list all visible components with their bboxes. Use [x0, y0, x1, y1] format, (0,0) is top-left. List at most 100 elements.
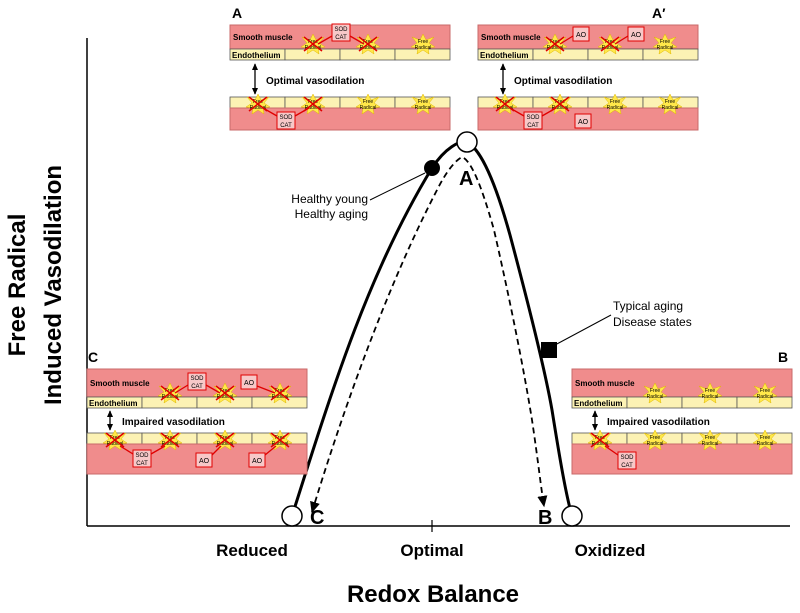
disease-label-line1: Typical aging — [613, 299, 683, 313]
healthy-label-line2: Healthy aging — [295, 207, 368, 221]
free-radical-burst: Free Radical — [587, 429, 613, 451]
svg-text:CAT: CAT — [136, 461, 148, 467]
svg-text:Radical: Radical — [162, 394, 179, 400]
svg-text:Free: Free — [275, 388, 286, 394]
ao-box: AO — [240, 374, 258, 390]
svg-text:CAT: CAT — [280, 123, 292, 129]
free-radical-burst: Free Radical — [642, 429, 668, 451]
healthy-leader — [369, 172, 426, 201]
endothelium-label: Endothelium — [89, 399, 137, 408]
free-radical-burst: Free Radical — [410, 93, 436, 115]
solid-curve — [290, 140, 574, 517]
ao-box: AO — [248, 452, 266, 468]
svg-text:CAT: CAT — [527, 123, 539, 129]
svg-text:AO: AO — [631, 32, 642, 39]
sod-cat-box: SOD CAT — [132, 449, 152, 468]
free-radical-burst: Free Radical — [542, 33, 568, 55]
sod-cat-box: SOD CAT — [187, 372, 207, 391]
healthy-label-line1: Healthy young — [291, 192, 368, 206]
svg-text:Radical: Radical — [305, 105, 322, 111]
panel-b-letter: B — [778, 349, 788, 365]
free-radical-burst: Free Radical — [102, 429, 128, 451]
x-tick-oxidized: Oxidized — [575, 541, 646, 560]
svg-text:AO: AO — [252, 458, 263, 465]
point-c-label: C — [310, 507, 324, 529]
svg-text:Radical: Radical — [657, 45, 674, 51]
endothelium-cell — [642, 48, 699, 61]
svg-text:Free: Free — [595, 435, 606, 441]
endothelium-label: Endothelium — [574, 399, 622, 408]
svg-text:Radical: Radical — [497, 105, 514, 111]
svg-text:Radical: Radical — [547, 45, 564, 51]
svg-text:Free: Free — [165, 435, 176, 441]
free-radical-text: Free — [363, 39, 374, 45]
free-radical-burst: Free Radical — [212, 382, 238, 404]
svg-text:Radical: Radical — [702, 394, 719, 400]
svg-text:Radical: Radical — [107, 441, 124, 447]
svg-text:Free: Free — [705, 388, 716, 394]
y-axis-title-line1: Free Radical — [4, 214, 31, 357]
svg-text:Free: Free — [275, 435, 286, 441]
svg-text:Free: Free — [550, 39, 561, 45]
smooth-muscle-label: Smooth muscle — [233, 33, 293, 42]
free-radical-burst: Free Radical — [752, 382, 778, 404]
svg-text:Free: Free — [220, 435, 231, 441]
svg-text:Free: Free — [760, 435, 771, 441]
svg-text:Radical: Radical — [607, 105, 624, 111]
svg-text:Free: Free — [650, 435, 661, 441]
free-radical-text: Radical — [360, 45, 377, 51]
svg-text:Radical: Radical — [757, 441, 774, 447]
free-radical-burst: Free Radical — [697, 382, 723, 404]
free-radical-burst: Free Radical — [157, 382, 183, 404]
svg-text:Free: Free — [220, 388, 231, 394]
svg-text:SOD: SOD — [135, 453, 149, 459]
point-b-marker — [561, 505, 583, 527]
panel-a-letter: A — [232, 5, 242, 21]
y-axis-title-line2: Induced Vasodilation — [40, 165, 67, 405]
free-radical-burst: Free Radical — [355, 93, 381, 115]
free-radical-burst: Free Radical — [267, 429, 293, 451]
free-radical-text: Free — [418, 39, 429, 45]
svg-text:Radical: Radical — [162, 441, 179, 447]
svg-text:CAT: CAT — [191, 384, 203, 390]
svg-text:Radical: Radical — [217, 441, 234, 447]
disease-leader — [554, 314, 612, 346]
panel-a-prime: A′ Smooth muscle Endothelium Free Radica… — [477, 5, 699, 131]
free-radical-burst: Free Radical — [642, 382, 668, 404]
panel-c: C Smooth muscle Endothelium Free Radical… — [86, 349, 308, 475]
svg-text:Radical: Radical — [647, 394, 664, 400]
panel-a-prime-caption: Optimal vasodilation — [514, 76, 612, 87]
svg-text:AO: AO — [578, 119, 589, 126]
panel-b-caption: Impaired vasodilation — [607, 417, 710, 428]
svg-text:Free: Free — [650, 388, 661, 394]
ao-box: AO — [572, 26, 590, 42]
svg-text:SOD: SOD — [190, 376, 204, 382]
free-radical-burst: Free Radical — [267, 382, 293, 404]
svg-text:Radical: Radical — [662, 105, 679, 111]
svg-text:Free: Free — [110, 435, 121, 441]
svg-text:Radical: Radical — [592, 441, 609, 447]
svg-text:Radical: Radical — [757, 394, 774, 400]
point-b-label: B — [538, 507, 552, 529]
svg-text:AO: AO — [199, 458, 210, 465]
free-radical-burst: Free Radical — [597, 33, 623, 55]
svg-text:Radical: Radical — [250, 105, 267, 111]
point-a-label: A — [459, 168, 473, 190]
free-radical-text: Radical — [305, 45, 322, 51]
smooth-muscle-layer — [571, 368, 793, 398]
free-radical-text: Radical — [415, 45, 432, 51]
disease-marker — [541, 342, 557, 358]
svg-text:AO: AO — [244, 380, 255, 387]
free-radical-burst: Free Radical — [300, 33, 326, 55]
smooth-muscle-label: Smooth muscle — [575, 379, 635, 388]
free-radical-burst: Free Radical — [657, 93, 683, 115]
svg-text:Radical: Radical — [647, 441, 664, 447]
endothelium-label: Endothelium — [232, 51, 280, 60]
svg-text:Free: Free — [660, 39, 671, 45]
free-radical-burst: Free Radical — [697, 429, 723, 451]
free-radical-burst: Free Radical — [300, 93, 326, 115]
svg-text:AO: AO — [576, 32, 587, 39]
svg-text:Radical: Radical — [552, 105, 569, 111]
svg-text:CAT: CAT — [621, 463, 633, 469]
healthy-marker — [424, 160, 440, 176]
